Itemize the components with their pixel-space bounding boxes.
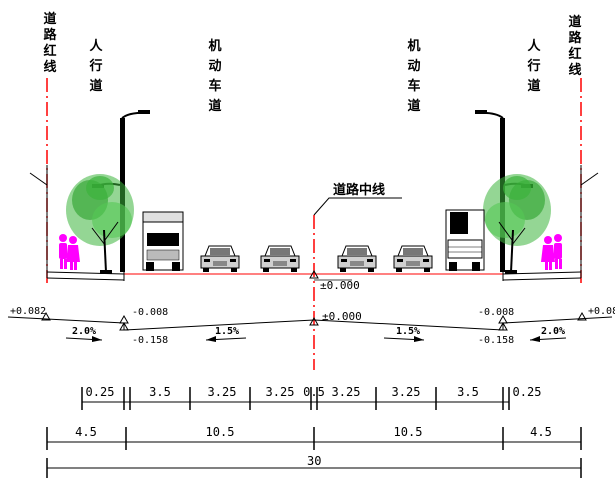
center-profile-marker [309, 316, 319, 326]
svg-text:1.5%: 1.5% [215, 326, 239, 337]
dimension-total: 30 [46, 454, 582, 478]
car-2 [260, 245, 300, 272]
left-curb-marker [119, 314, 129, 324]
right-curb-elevation-bottom: -0.158 [478, 335, 514, 346]
dimension-row-2: 4.5 10.5 10.5 4.5 [46, 425, 582, 450]
dimension-row-2-label: 4.5 [530, 425, 552, 439]
truck-right [445, 209, 485, 271]
profile-line [7, 316, 613, 331]
sidewalk-label-left: 人行道 [89, 39, 103, 94]
left-sidewalk [29, 165, 125, 281]
tree-right [483, 174, 551, 274]
red-line-label-right: 道路红线 [568, 15, 582, 78]
dimension-row-2-label: 4.5 [75, 425, 97, 439]
right-curb-elevation-top: -0.008 [478, 307, 514, 318]
dimension-row-2-label: 10.5 [206, 425, 235, 439]
car-1 [200, 245, 240, 272]
slope-right-sidewalk: 2.0% [529, 326, 567, 342]
dimension-row-1-label: 3.5 [149, 385, 171, 399]
dimension-row-1-label: 0.5 [303, 385, 325, 399]
slope-right-lane: 1.5% [383, 326, 425, 342]
centerline-leader [313, 197, 402, 216]
svg-text:2.0%: 2.0% [541, 326, 565, 337]
center-elevation-marker [309, 269, 319, 279]
pedestrians-right [541, 234, 562, 270]
left-edge-elevation-marker [41, 311, 51, 321]
car-4 [393, 245, 433, 272]
dimension-row-2-label: 10.5 [394, 425, 423, 439]
truck-left [142, 211, 184, 271]
car-3 [337, 245, 377, 272]
dimension-row-1-label: 3.25 [392, 385, 421, 399]
dimension-row-1-label: 3.25 [266, 385, 295, 399]
dimension-row-1-label: 0.25 [86, 385, 115, 399]
tree-left [66, 174, 134, 274]
dimension-total-label: 30 [307, 454, 321, 468]
dimension-row-1-label: 3.25 [332, 385, 361, 399]
dimension-row-1-label: 0.25 [513, 385, 542, 399]
red-line-label-left: 道路红线 [43, 12, 57, 75]
center-elevation-top: ±0.000 [320, 279, 360, 292]
left-edge-elevation: +0.082 [10, 306, 46, 317]
dimension-row-1: 0.25 3.5 3.25 3.25 0.5 3.25 3.25 3.5 0.25 [81, 385, 542, 410]
svg-text:2.0%: 2.0% [72, 326, 96, 337]
left-curb-elevation-top: -0.008 [132, 307, 168, 318]
slope-left-lane: 1.5% [205, 326, 247, 342]
sidewalk-label-right: 人行道 [527, 39, 541, 94]
dimension-row-1-label: 3.5 [457, 385, 479, 399]
motor-lane-label-left: 机动车道 [208, 39, 222, 114]
pedestrians-left [59, 234, 80, 270]
center-elevation-profile: ±0.000 [322, 310, 362, 323]
dimension-row-1-label: 3.25 [208, 385, 237, 399]
motor-lane-label-right: 机动车道 [407, 39, 421, 114]
slope-left-sidewalk: 2.0% [65, 326, 103, 342]
right-edge-elevation-marker [577, 311, 587, 321]
svg-text:1.5%: 1.5% [396, 326, 420, 337]
left-curb-elevation-bottom: -0.158 [132, 335, 168, 346]
right-edge-elevation: +0.082 [588, 306, 615, 317]
centerline-label: 道路中线 [333, 182, 385, 198]
